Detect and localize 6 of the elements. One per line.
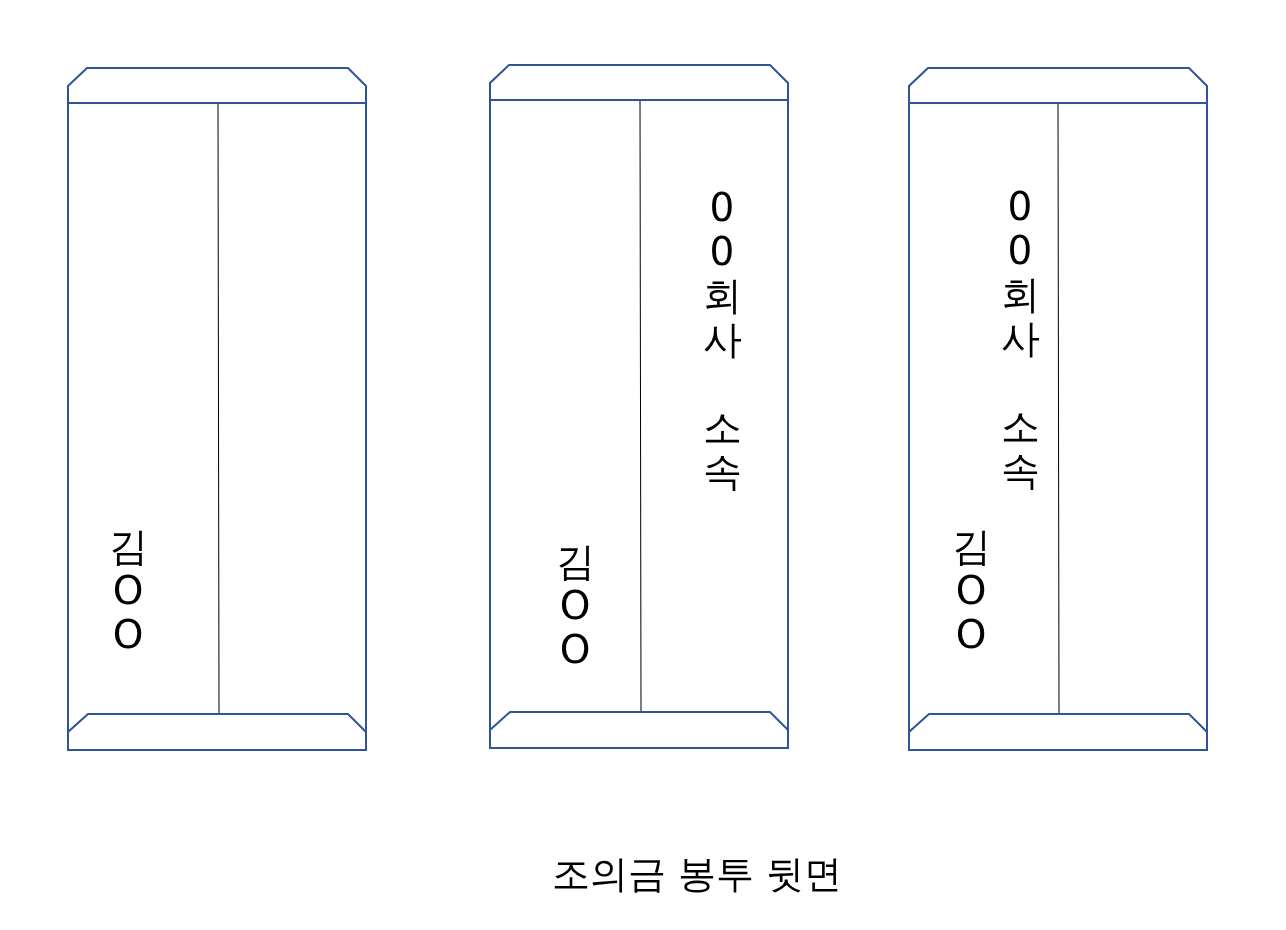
- affiliation-text: 00회사 소속: [702, 186, 742, 495]
- sender-name-text: 김OO: [951, 525, 991, 658]
- sender-name-text: 김OO: [555, 540, 595, 673]
- sender-name-text: 김OO: [108, 525, 148, 658]
- caption: 조의금 봉투 뒷면: [551, 852, 843, 898]
- affiliation-text: 00회사 소속: [1000, 185, 1040, 494]
